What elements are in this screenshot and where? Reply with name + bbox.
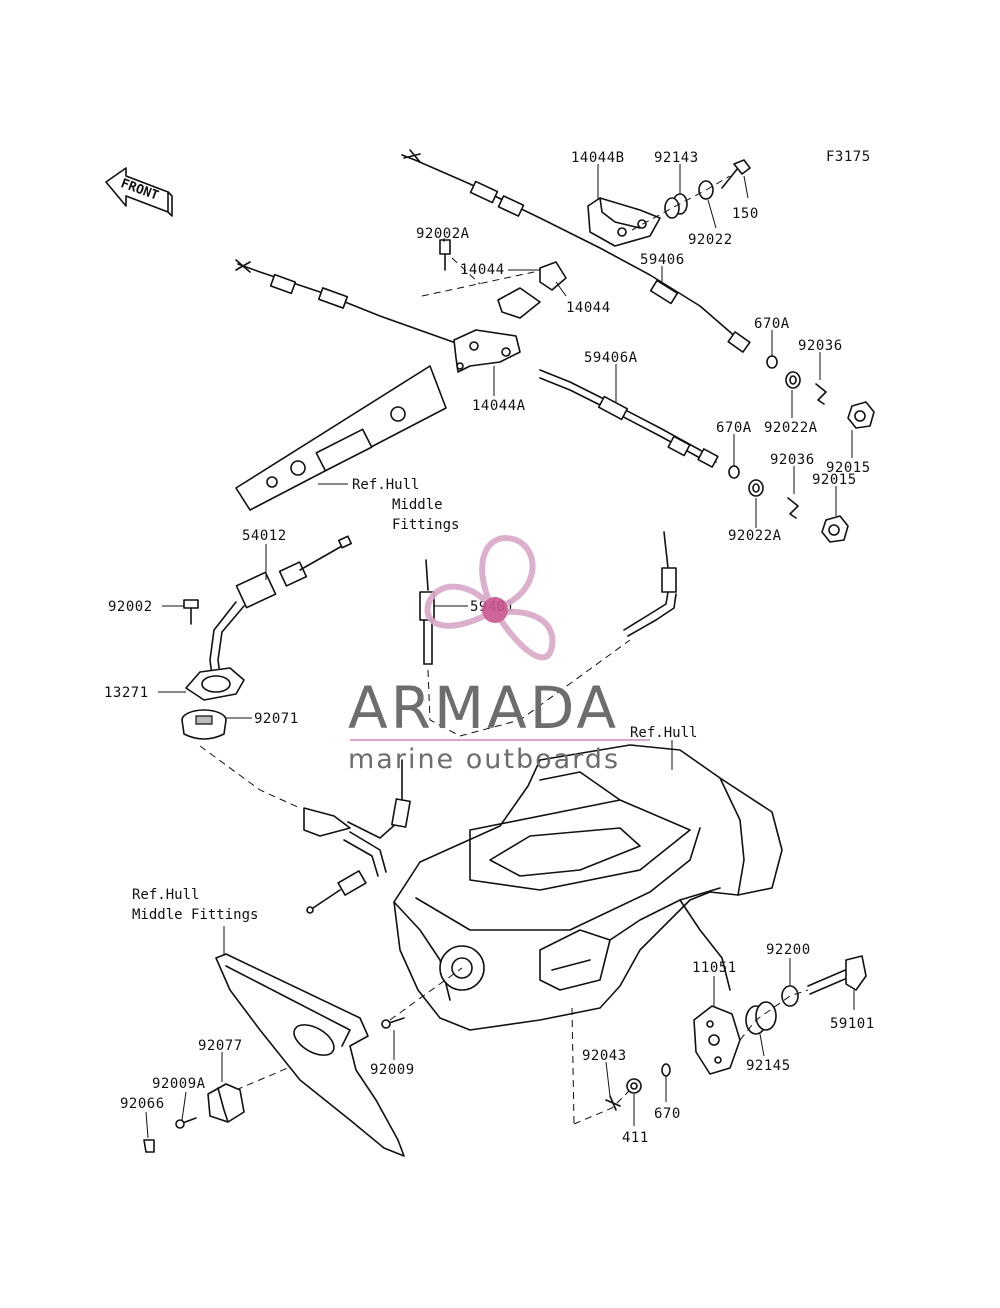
o-ring-670A-1: [766, 355, 778, 369]
label-92066: 92066: [120, 1096, 165, 1112]
label-92009A: 92009A: [152, 1076, 206, 1092]
label-670: 670: [654, 1106, 681, 1122]
diagram-code: F3175: [826, 149, 871, 165]
bolt-92009A: [175, 1117, 197, 1129]
choke-cable-lower: [303, 759, 411, 914]
propeller-logo-icon: [424, 535, 556, 661]
bolt-92043: [605, 1095, 621, 1111]
label-14044-bottom: 14044: [566, 300, 611, 316]
label-92143: 92143: [654, 150, 699, 166]
label-670A-2: 670A: [716, 420, 752, 436]
label-92036-1: 92036: [798, 338, 843, 354]
bolt-92009: [381, 1017, 405, 1029]
washer-92200: [781, 985, 799, 1007]
ref-hull-middle-fittings-top-line1: Ref.Hull: [352, 477, 419, 493]
armada-watermark: ARMADA marine outboards: [348, 535, 650, 775]
bolt-150: [721, 159, 751, 189]
label-92077: 92077: [198, 1038, 243, 1054]
ref-hull-right: Ref.Hull: [630, 725, 697, 741]
washer-92022A-1: [785, 371, 801, 389]
ref-hull-middle-fittings-bottom-line2: Middle Fittings: [132, 907, 258, 923]
cable-right: [623, 531, 677, 637]
ref-hull-middle-fittings-bottom-line1: Ref.Hull: [132, 887, 199, 903]
choke-cable-54012: [209, 535, 353, 691]
nut-92015-2: [821, 515, 849, 543]
label-14044A: 14044A: [472, 398, 526, 414]
clip-92036-2: [787, 497, 799, 519]
washer-92022A-2: [748, 479, 764, 497]
bolt-92002: [183, 599, 199, 625]
clip-92066: [143, 1139, 155, 1153]
watermark-brand: ARMADA: [348, 674, 619, 742]
label-11051: 11051: [692, 960, 737, 976]
label-59406A: 59406A: [584, 350, 638, 366]
label-150: 150: [732, 206, 759, 222]
ref-hull-middle-fittings-top-line3: Fittings: [392, 517, 459, 533]
label-92015-1: 92015: [826, 460, 871, 476]
cable-59406A: [235, 259, 719, 468]
washer-411: [626, 1078, 642, 1094]
bracket-14044B: [587, 197, 661, 247]
label-411: 411: [622, 1130, 649, 1146]
leader-lines: [145, 164, 855, 1139]
plate-11051: [693, 1005, 741, 1075]
label-59406: 59406: [640, 252, 685, 268]
hull-middle-fittings-plate-top: [235, 365, 447, 511]
label-14044-top: 14044: [460, 262, 505, 278]
label-92036-2: 92036: [770, 452, 815, 468]
label-92022A-1: 92022A: [764, 420, 818, 436]
label-92022: 92022: [688, 232, 733, 248]
cap-92077: [207, 1083, 245, 1123]
front-arrow-icon: FRONT: [105, 167, 173, 217]
label-670A-1: 670A: [754, 316, 790, 332]
seal-92145: [745, 1001, 777, 1035]
label-92002: 92002: [108, 599, 153, 615]
clamp-14044-upper: [539, 261, 567, 291]
label-92022A-2: 92022A: [728, 528, 782, 544]
clip-92036-1: [815, 383, 827, 405]
label-92071: 92071: [254, 711, 299, 727]
ref-hull-middle-fittings-top-line2: Middle: [392, 497, 443, 513]
label-92200: 92200: [766, 942, 811, 958]
label-92145: 92145: [746, 1058, 791, 1074]
label-92009: 92009: [370, 1062, 415, 1078]
label-14044B: 14044B: [571, 150, 625, 166]
label-59101: 59101: [830, 1016, 875, 1032]
nut-92015-1: [847, 401, 875, 429]
hull-body: [393, 744, 783, 1031]
watermark-tagline: marine outboards: [348, 744, 620, 775]
clamp-14044-lower: [497, 287, 541, 319]
hull-middle-fittings-lower: [215, 953, 405, 1157]
gasket-13271: [185, 667, 245, 701]
label-92043: 92043: [582, 1048, 627, 1064]
lever-59101: [807, 955, 867, 995]
plug-92071: [181, 709, 227, 740]
cable-59406: [401, 149, 751, 353]
label-54012: 54012: [242, 528, 287, 544]
label-13271: 13271: [104, 685, 149, 701]
bracket-14044A: [453, 329, 521, 373]
label-92002A: 92002A: [416, 226, 470, 242]
o-ring-670: [661, 1063, 671, 1077]
bolt-92002A: [439, 239, 451, 271]
o-ring-670A-2: [728, 465, 740, 479]
label-92015-2: 92015: [812, 472, 857, 488]
